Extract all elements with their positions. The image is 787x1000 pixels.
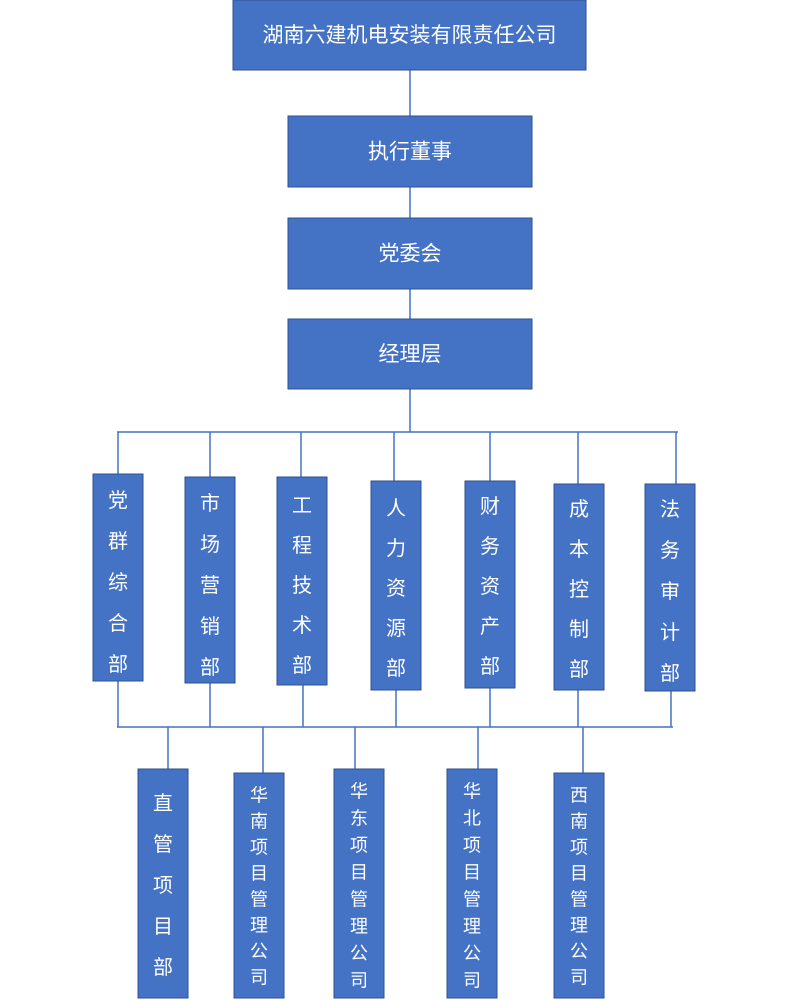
- party-committee-label: 党委会: [379, 242, 442, 266]
- project-node: 华东项目管理公司: [333, 768, 385, 999]
- executive-director-box: [287, 115, 533, 188]
- department-nodes: 党群综合部 市场营销部 工程技术部 人力资源部 财务资产部 成本控制部 法务审计…: [92, 473, 696, 692]
- department-node: 市场营销部: [184, 476, 236, 684]
- department-label: 法务审计部: [660, 497, 680, 685]
- project-node: 直管项目部: [137, 768, 189, 999]
- project-label: 华北项目管理公司: [463, 782, 481, 992]
- project-nodes: 直管项目部 华南项目管理公司 华东项目管理公司 华北项目管理公司 西南项目管理公…: [137, 768, 605, 999]
- company-box: [232, 0, 587, 71]
- project-box: [333, 768, 385, 999]
- department-box: [644, 483, 696, 692]
- project-node: 华南项目管理公司: [233, 772, 285, 999]
- department-node: 法务审计部: [644, 483, 696, 692]
- department-box: [553, 483, 605, 691]
- project-box: [233, 772, 285, 999]
- project-label: 华东项目管理公司: [350, 782, 368, 992]
- company-node: 湖南六建机电安装有限责任公司: [232, 0, 587, 71]
- project-box: [137, 768, 189, 999]
- project-label: 西南项目管理公司: [570, 786, 588, 989]
- department-label: 成本控制部: [569, 497, 589, 681]
- department-node: 财务资产部: [464, 480, 516, 689]
- department-node: 人力资源部: [370, 480, 422, 691]
- executive-director-node: 执行董事: [287, 115, 533, 188]
- project-node: 华北项目管理公司: [446, 768, 498, 999]
- department-label: 工程技术部: [292, 493, 312, 677]
- department-box: [464, 480, 516, 689]
- department-node: 成本控制部: [553, 483, 605, 691]
- party-committee-box: [287, 217, 533, 290]
- project-label: 华南项目管理公司: [250, 786, 268, 989]
- department-box: [92, 473, 144, 682]
- department-box: [184, 476, 236, 684]
- project-box: [446, 768, 498, 999]
- management-box: [287, 318, 533, 390]
- management-label: 经理层: [379, 342, 442, 366]
- department-box: [370, 480, 422, 691]
- department-node: 党群综合部: [92, 473, 144, 682]
- department-label: 市场营销部: [200, 491, 220, 679]
- department-label: 人力资源部: [386, 496, 406, 680]
- management-node: 经理层: [287, 318, 533, 390]
- project-node: 西南项目管理公司: [553, 772, 605, 999]
- executive-director-label: 执行董事: [368, 140, 452, 164]
- department-label: 党群综合部: [108, 488, 128, 676]
- party-committee-node: 党委会: [287, 217, 533, 290]
- project-box: [553, 772, 605, 999]
- company-label: 湖南六建机电安装有限责任公司: [263, 23, 557, 47]
- department-box: [276, 476, 328, 686]
- department-node: 工程技术部: [276, 476, 328, 686]
- department-label: 财务资产部: [480, 494, 500, 678]
- project-label: 直管项目部: [153, 791, 173, 979]
- connector-lines: [117, 70, 678, 773]
